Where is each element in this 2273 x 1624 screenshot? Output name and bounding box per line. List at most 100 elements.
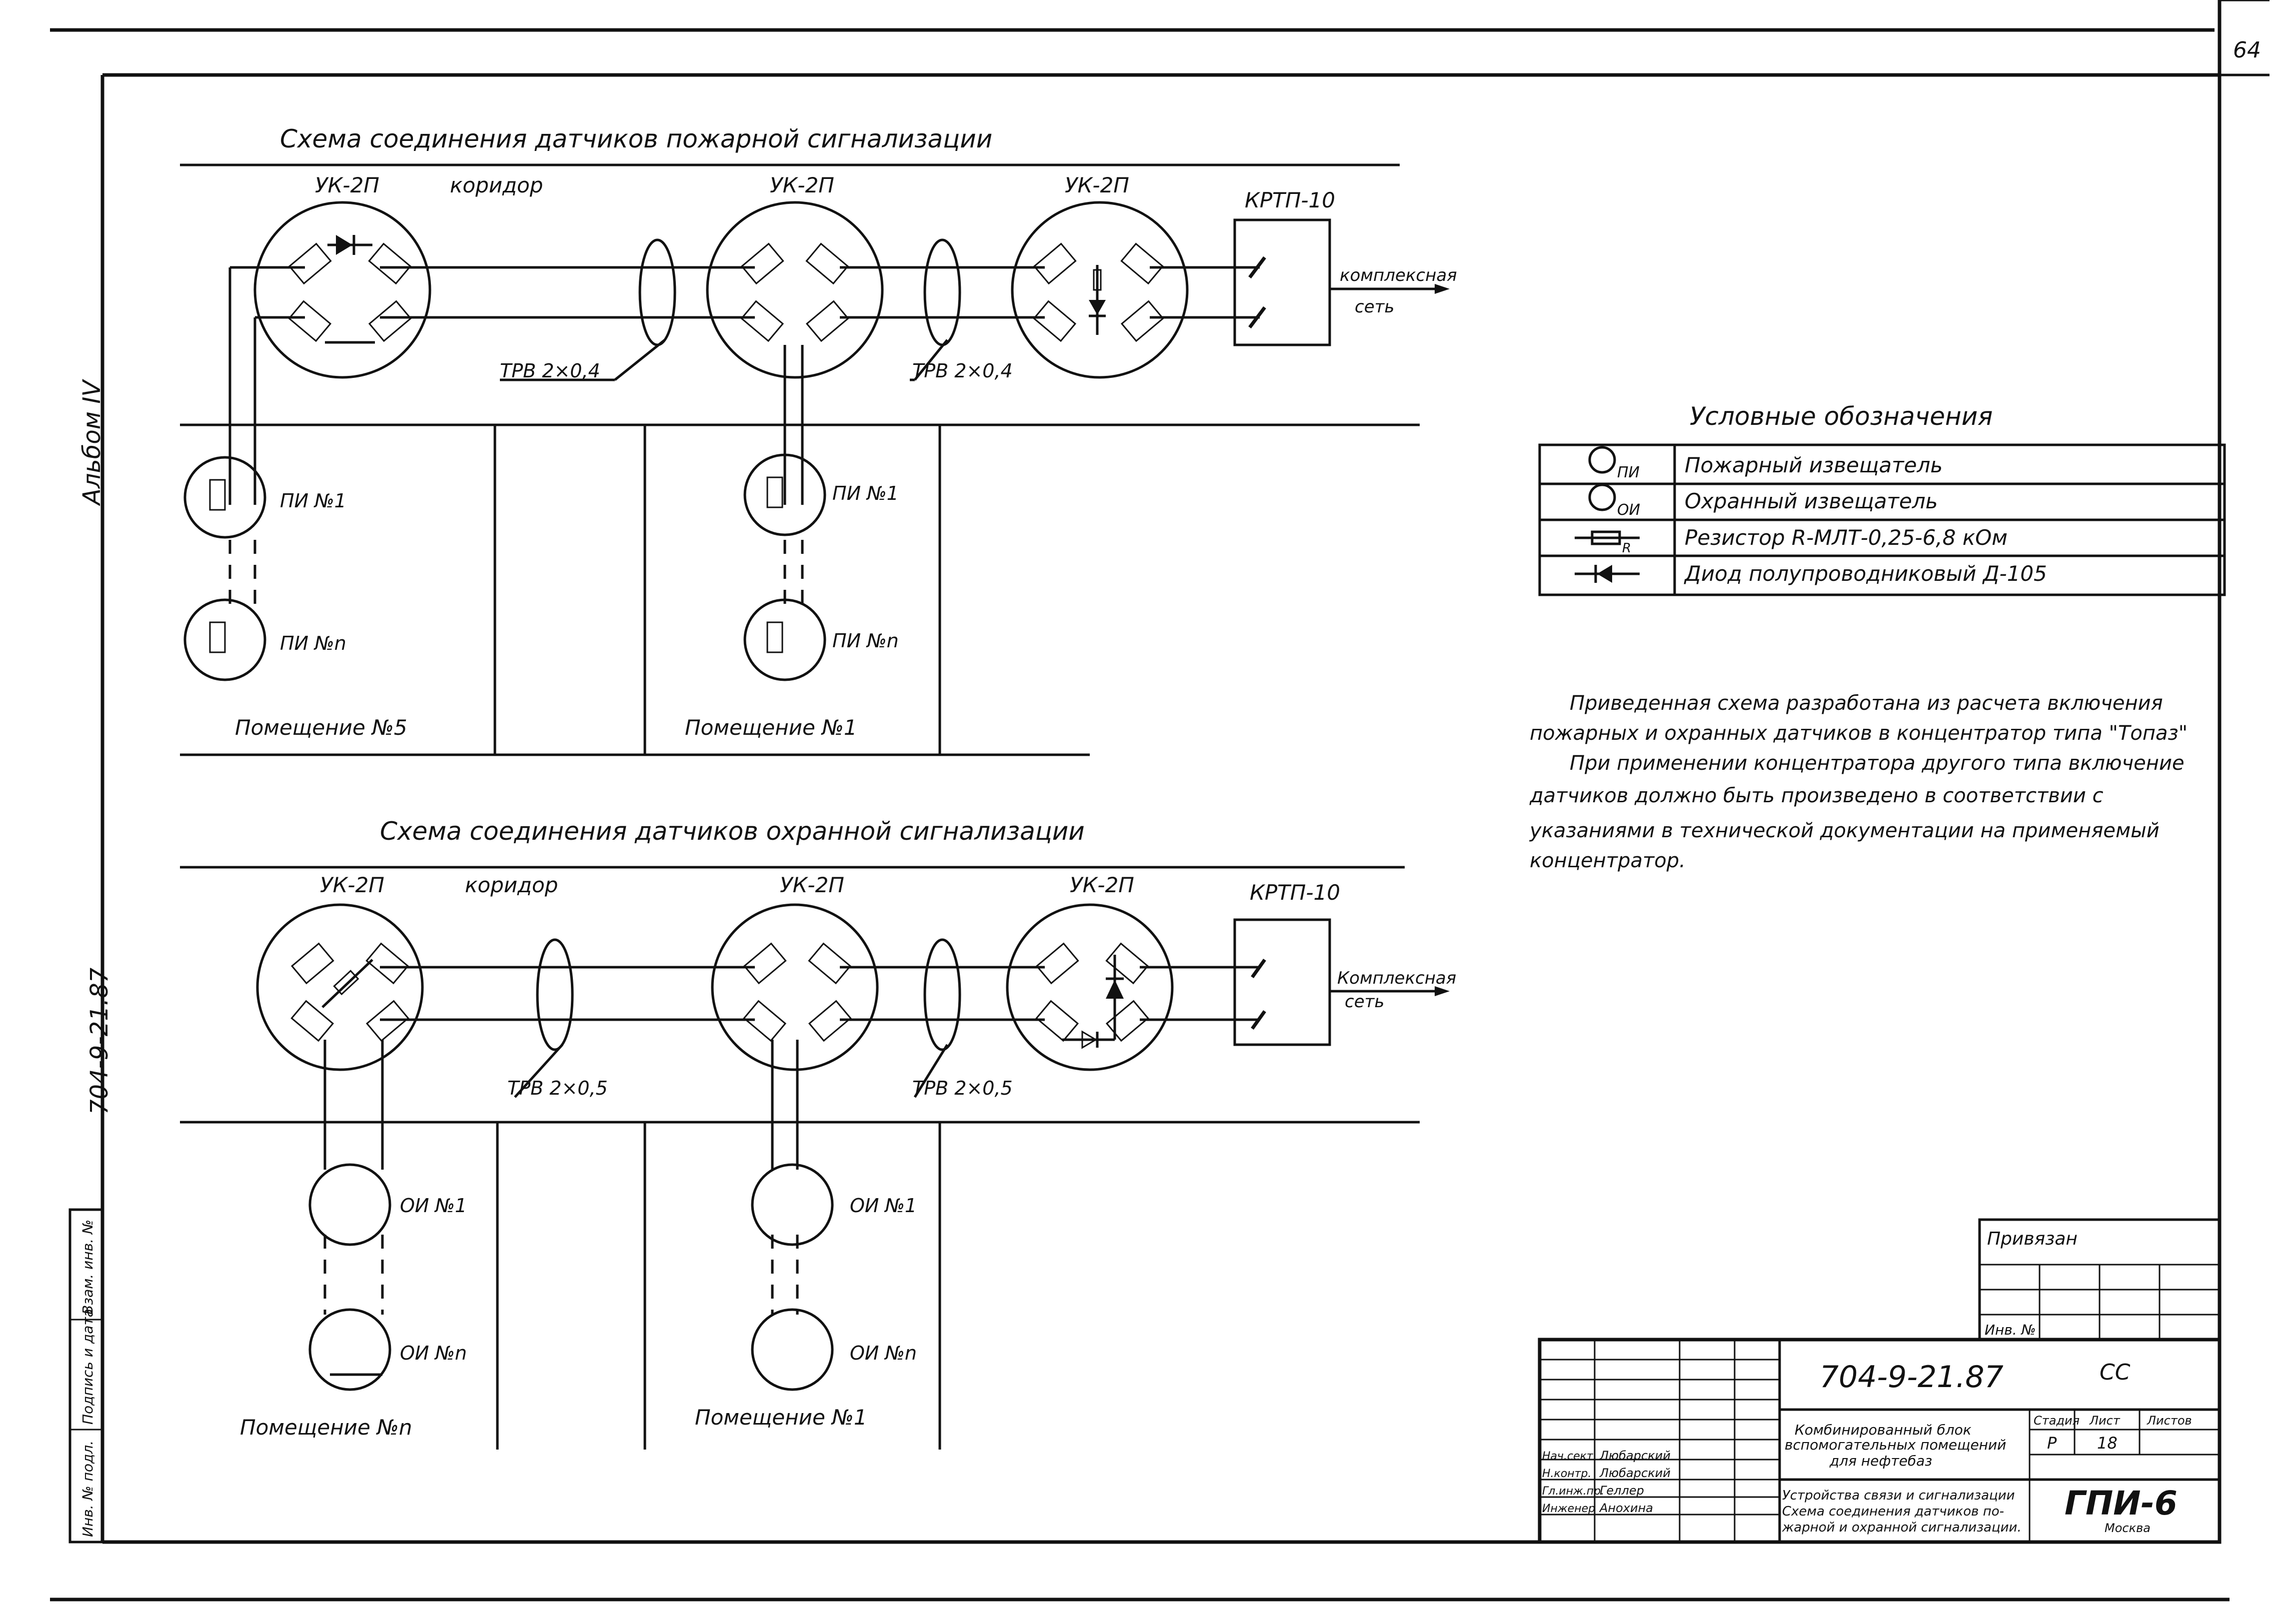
org-city: Москва [2105, 1521, 2151, 1535]
security-krtp-label: КРТП-10 [1250, 880, 1340, 905]
fire-uk-2-label: УК-2П [770, 173, 834, 197]
margin-stamp: Инв. № подл. Подпись и дата Взам. инв. №… [68, 379, 113, 1544]
diode-icon [336, 235, 352, 255]
note-line-1: Приведенная схема разработана из расчета… [1570, 692, 2163, 715]
security-uk-1 [256, 903, 424, 1071]
role-4: Инженер [1542, 1503, 1595, 1515]
security-det-1: ОИ №1 [400, 1195, 467, 1217]
stamp-col-3: Взам. инв. № [79, 1220, 96, 1315]
sheet-number: 64 [2233, 37, 2261, 63]
project-line-3: для нефтебаз [1829, 1453, 1932, 1469]
security-krtp-box [1233, 918, 1331, 1046]
project-line-2: вспомогательных помещений [1785, 1437, 2006, 1453]
note-line-6: концентратор. [1530, 849, 1686, 872]
fire-krtp-box [1233, 218, 1331, 346]
diode-icon [1575, 565, 1640, 583]
security-network-2: сеть [1345, 992, 1384, 1012]
album-label: Альбом IV [78, 379, 106, 506]
role-1: Нач.сект. [1542, 1450, 1597, 1463]
security-scheme-title: Схема соединения датчиков охранной сигна… [380, 817, 1085, 846]
fire-detector-icon [1588, 446, 1616, 474]
legend: Условные обозначения ПИ Пожарный извещат… [1538, 402, 2226, 596]
resistor-icon [1575, 530, 1640, 545]
org-name: ГПИ-6 [2065, 1484, 2178, 1523]
legend-symbol-1: ПИ [1617, 464, 1640, 481]
fire-uk-2 [706, 201, 884, 379]
security-det-3: ОИ №1 [850, 1195, 917, 1217]
fire-krtp-label: КРТП-10 [1245, 188, 1335, 212]
fire-uk-1-label: УК-2П [315, 173, 379, 197]
sheet-header: Лист [2089, 1414, 2121, 1428]
project-line-1: Комбинированный блок [1795, 1422, 1972, 1438]
fire-uk-3 [1011, 201, 1189, 379]
security-uk-3-label: УК-2П [1070, 873, 1134, 897]
name-4: Анохина [1599, 1501, 1653, 1515]
note-line-3: При применении концентратора другого тип… [1570, 752, 2185, 775]
privyazan-label: Привязан [1987, 1229, 2078, 1249]
security-det-2: ОИ №n [400, 1342, 467, 1364]
security-detector-icon [1588, 483, 1616, 511]
note-line-4: датчиков должно быть произведено в соотв… [1529, 784, 2104, 807]
sheet-frame: 64 [50, 0, 2270, 1602]
stage-mark: СС [2100, 1360, 2131, 1385]
sheet-title-1: Устройства связи и сигнализации [1782, 1488, 2015, 1503]
name-2: Любарский [1599, 1466, 1671, 1480]
role-2: Н.контр. [1542, 1468, 1591, 1480]
diode-icon [1106, 980, 1124, 999]
stamp-col-2: Подпись и дата [79, 1309, 96, 1425]
margin-doc-code: 704-9-21.87 [85, 967, 113, 1115]
fire-det-3: ПИ №1 [832, 482, 899, 504]
fire-det-1: ПИ №1 [280, 490, 346, 512]
fire-cable-2: ТРВ 2×0,4 [912, 360, 1013, 382]
security-room-1: Помещение №n [240, 1415, 412, 1440]
legend-text-2: Охранный извещатель [1685, 489, 1938, 513]
fire-network-1: комплексная [1340, 265, 1457, 285]
fire-scheme-title: Схема соединения датчиков пожарной сигна… [280, 124, 992, 153]
fire-room-2: Помещение №1 [685, 715, 857, 740]
sheet-title-3: жарной и охранной сигнализации. [1782, 1520, 2022, 1535]
sheets-header: Листов [2147, 1414, 2192, 1428]
fire-det-2: ПИ №n [280, 632, 346, 654]
sheet-value: 18 [2097, 1434, 2118, 1453]
security-uk-3 [1006, 903, 1174, 1071]
fire-corridor-label: коридор [450, 173, 543, 197]
security-uk-1-label: УК-2П [320, 873, 384, 897]
legend-symbol-2: ОИ [1617, 501, 1640, 519]
stamp-col-1: Инв. № подл. [79, 1441, 96, 1537]
diode-icon [1089, 300, 1106, 315]
legend-text-4: Диод полупроводниковый Д-105 [1684, 561, 2047, 586]
security-room-2: Помещение №1 [695, 1405, 867, 1430]
fire-det-4: ПИ №n [832, 630, 899, 652]
legend-symbol-3: R [1622, 541, 1631, 556]
legend-text-3: Резистор R-МЛТ-0,25-6,8 кОм [1685, 525, 2008, 550]
security-network-1: Комплексная [1337, 968, 1456, 988]
stage-value: Р [2047, 1434, 2057, 1453]
name-1: Любарский [1599, 1449, 1671, 1463]
security-det-4: ОИ №n [850, 1342, 917, 1364]
legend-title: Условные обозначения [1690, 402, 1993, 431]
inv-label: Инв. № [1985, 1322, 2036, 1338]
fire-cable-1: ТРВ 2×0,4 [500, 360, 600, 382]
security-cable-2: ТРВ 2×0,5 [912, 1077, 1013, 1099]
doc-code: 704-9-21.87 [1820, 1360, 2004, 1395]
fire-network-2: сеть [1355, 297, 1394, 317]
security-uk-2-label: УК-2П [780, 873, 844, 897]
stage-header: Стадия [2034, 1414, 2080, 1428]
fire-uk-1 [253, 201, 431, 379]
fire-room-1: Помещение №5 [235, 715, 407, 740]
name-3: Геллер [1600, 1484, 1644, 1498]
sheet-title-2: Схема соединения датчиков по- [1782, 1504, 2004, 1519]
security-alarm-scheme: Схема соединения датчиков охранной сигна… [180, 817, 1456, 1450]
security-uk-2 [711, 903, 879, 1071]
title-block: Привязан Инв. № Нач.сект. Н.контр. Гл.ин… [1538, 1218, 2222, 1544]
role-3: Гл.инж.пр. [1542, 1485, 1604, 1498]
security-cable-1: ТРВ 2×0,5 [507, 1077, 608, 1099]
fire-alarm-scheme: Схема соединения датчиков пожарной сигна… [180, 124, 1457, 756]
note-line-2: пожарных и охранных датчиков в концентра… [1530, 722, 2188, 745]
legend-text-1: Пожарный извещатель [1685, 453, 1943, 477]
note-line-5: указаниями в технической документации на… [1529, 819, 2160, 842]
fire-uk-3-label: УК-2П [1065, 173, 1129, 197]
notes: Приведенная схема разработана из расчета… [1529, 692, 2188, 872]
security-corridor-label: коридор [465, 873, 558, 897]
